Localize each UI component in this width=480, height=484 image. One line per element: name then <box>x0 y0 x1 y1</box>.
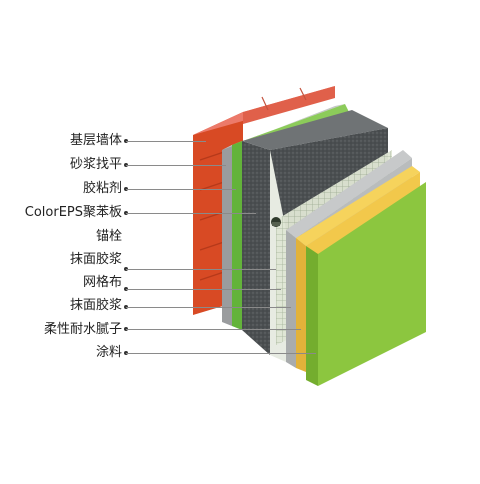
label-anchor: 锚栓 <box>95 229 122 244</box>
label-base-coat-1: 抹面胶浆 <box>69 252 122 267</box>
leader-line-mortar <box>126 165 226 166</box>
label-paint: 涂料 <box>95 345 122 360</box>
leader-line-paint <box>126 353 316 354</box>
leader-line-eps <box>126 213 256 214</box>
leader-line-base-coat-1 <box>126 269 276 270</box>
mortar-leveling-layer <box>222 104 345 326</box>
leader-line-adhesive <box>126 189 236 190</box>
label-putty: 柔性耐水腻子 <box>43 322 122 337</box>
leader-line-putty <box>126 329 301 330</box>
label-mortar-leveling: 砂浆找平 <box>69 157 122 172</box>
leader-line-base-coat-2 <box>126 307 291 308</box>
leader-line-base-wall <box>126 141 206 142</box>
adhesive-layer <box>232 104 350 330</box>
anchor-icon <box>271 217 281 227</box>
label-eps-board: ColorEPS聚苯板 <box>24 205 122 220</box>
paint-layer <box>306 182 426 386</box>
label-adhesive: 胶粘剂 <box>82 181 122 196</box>
label-base-coat-2: 抹面胶浆 <box>69 298 122 313</box>
label-base-wall: 基层墙体 <box>69 133 122 148</box>
leader-line-mesh <box>126 289 281 290</box>
label-mesh: 网格布 <box>82 275 122 290</box>
